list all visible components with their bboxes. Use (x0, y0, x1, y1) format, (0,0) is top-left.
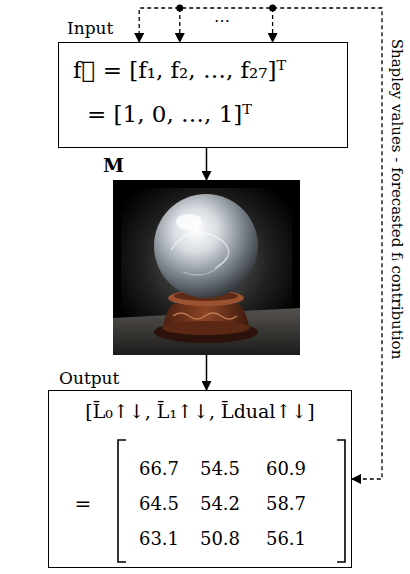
ellipsis: ⋯ (214, 11, 230, 30)
equals-sign: = (75, 492, 92, 516)
matrix-cell: 54.2 (200, 493, 240, 515)
matrix-cell: 64.5 (139, 493, 179, 515)
connector (206, 355, 207, 390)
matrix-cell: 54.5 (200, 458, 240, 480)
model-image: M (113, 180, 300, 355)
matrix-cell: 56.1 (266, 528, 306, 550)
crystal-ball-illustration (113, 180, 300, 355)
model-symbol: M (103, 154, 124, 177)
feature-values: = [1, 0, …, 1]ᵀ (87, 101, 252, 129)
input-box: Inputf⃗ = [f₁, f₂, …, f₂₇]ᵀ= [1, 0, …, 1… (58, 42, 348, 148)
matrix-cell: 60.9 (266, 458, 306, 480)
matrix-cell: 50.8 (200, 528, 240, 550)
metrics-header: [L̄₀↑↓, L̄₁↑↓, L̄dual↑↓] (49, 400, 351, 423)
connector (206, 148, 207, 180)
heading-label: Input (67, 18, 113, 38)
output-box: Output[L̄₀↑↓, L̄₁↑↓, L̄dual↑↓]=66.754.56… (48, 390, 352, 568)
heading-label: Output (59, 368, 119, 388)
matrix-cell: 63.1 (139, 528, 179, 550)
matrix-cell: 66.7 (139, 458, 179, 480)
edge-label: Shapley values - forecasted fᵢ contribut… (388, 39, 406, 360)
matrix-cell: 58.7 (266, 493, 306, 515)
feature-vector: f⃗ = [f₁, f₂, …, f₂₇]ᵀ (73, 57, 286, 85)
